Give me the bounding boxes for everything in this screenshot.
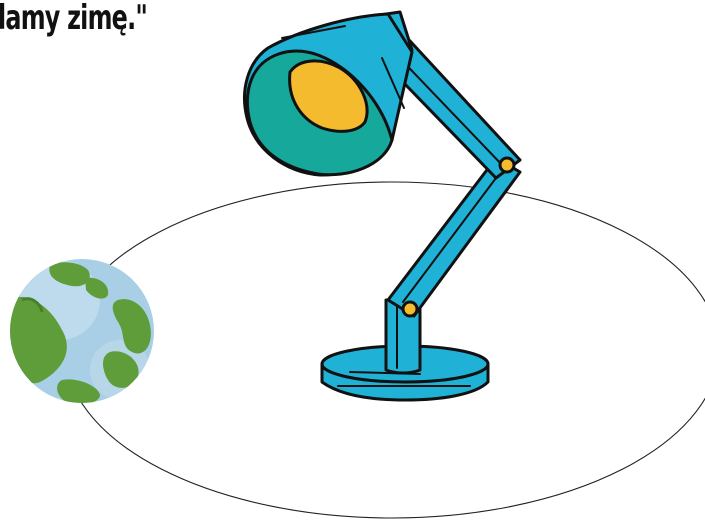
caption-text: lamy zimę." <box>0 0 148 38</box>
earth-globe-icon <box>10 259 154 403</box>
desk-lamp-icon <box>243 10 522 402</box>
